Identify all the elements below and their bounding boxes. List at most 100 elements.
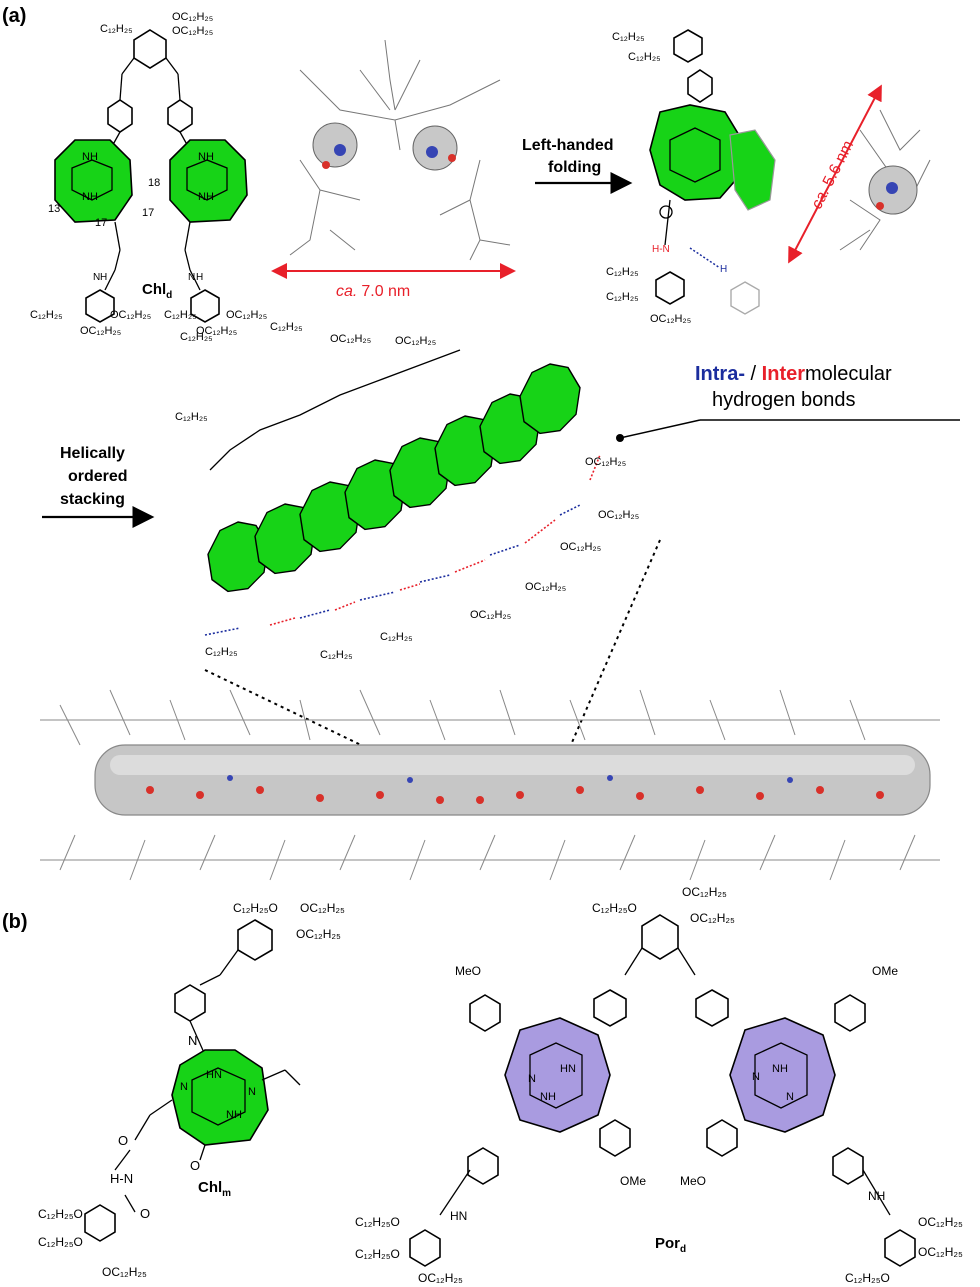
distance-label-folded: ca.5.6 nm [808,138,857,212]
svg-text:N: N [93,272,100,283]
stacking-label-line1: Helically [60,445,125,462]
distance-arrow-folded [788,84,882,264]
zoom-line-right [559,539,661,771]
hbond-callout-dot [616,434,624,442]
chlm-alkoxy-bottom: OC₁₂H₂₅ [102,1265,147,1279]
stack-chain-5: C₁₂H₂₅ [320,649,353,661]
stack-alkoxy-6: OC₁₂H₂₅ [525,581,566,593]
svg-text:N: N [752,1071,760,1083]
folded-model [839,109,931,251]
svg-text:O: O [140,1206,150,1221]
hbond-subtitle: hydrogen bonds [712,389,855,411]
stack-alkoxy-5: OC₁₂H₂₅ [560,541,601,553]
methoxy-mid-left: MeO [680,1174,706,1188]
svg-text:O: O [118,1133,128,1148]
svg-text:H: H [720,264,727,275]
pord-structure: N HN NH N NH N HN NH [409,914,916,1267]
svg-text:H-N: H-N [652,244,670,255]
svg-text:N: N [786,1091,794,1103]
svg-text:NH: NH [772,1063,788,1075]
stack-alkoxy-4: OC₁₂H₂₅ [598,509,639,521]
pord-chain-top: C₁₂H₂₅O [592,901,637,915]
chain-label-top-left: C₁₂H₂₅ [100,23,133,35]
stacked-chlorins [204,349,601,636]
svg-text:HN: HN [206,1069,222,1081]
alkoxy-label-br2: OC₁₂H₂₅ [196,325,237,337]
stack-chain-3: C₁₂H₂₅ [175,411,208,423]
folded-chain-1: C₁₂H₂₅ [612,31,645,43]
stacking-label-line3: stacking [60,491,125,508]
chlm-alkoxy-top1: OC₁₂H₂₅ [300,901,345,915]
chlm-alkoxy-top2: OC₁₂H₂₅ [296,927,341,941]
folded-chain-3: C₁₂H₂₅ [606,266,639,278]
svg-text:O: O [190,1158,200,1173]
carbon-label-17b: 17 [142,207,154,219]
svg-text:NH: NH [82,151,98,163]
svg-text:N: N [188,272,195,283]
svg-text:NH: NH [82,191,98,203]
pord-alkoxy-top1: OC₁₂H₂₅ [682,885,727,899]
pord-alkoxy-top2: OC₁₂H₂₅ [690,911,735,925]
svg-text:N: N [528,1073,536,1085]
stack-chain-1: C₁₂H₂₅ [180,331,213,343]
pord-chain-bl2: C₁₂H₂₅O [355,1247,400,1261]
svg-text:NH: NH [540,1091,556,1103]
chlm-structure: N N HN NH N O H-N O O [84,919,301,1242]
pord-chain-bl1: C₁₂H₂₅O [355,1215,400,1229]
alkoxy-label-top-right: OC₁₂H₂₅ [172,25,213,37]
pord-alkoxy-br2: OC₁₂H₂₅ [918,1245,963,1259]
alkoxy-label-bl2: OC₁₂H₂₅ [80,325,121,337]
methoxy-left-top: MeO [455,964,481,978]
chld-label: Chld [142,281,172,301]
carbon-label-18: 18 [148,177,160,189]
svg-text:N: N [248,1086,256,1098]
folded-chain-2: C₁₂H₂₅ [628,51,661,63]
svg-text:H-N: H-N [110,1171,133,1186]
pord-chain-br: C₁₂H₂₅O [845,1271,890,1285]
methoxy-mid-right: OMe [620,1174,646,1188]
folded-chain-4: C₁₂H₂₅ [606,291,639,303]
hbond-callout-line [619,419,701,439]
hbond-title: Intra- / Intermolecular [695,363,892,385]
carbon-label-13: 13 [48,203,60,215]
fibre-model [40,689,940,881]
stack-alkoxy-1: OC₁₂H₂₅ [330,333,371,345]
svg-text:HN: HN [450,1209,467,1223]
svg-text:HN: HN [560,1063,576,1075]
stack-alkoxy-2: OC₁₂H₂₅ [395,335,436,347]
open-conformation-model [289,39,511,261]
stack-chain-2: C₁₂H₂₅ [270,321,303,333]
pord-label: Pord [655,1235,686,1255]
svg-text:NH: NH [868,1189,885,1203]
stacking-label-line2: ordered [68,468,128,485]
svg-text:H: H [196,272,203,283]
stack-alkoxy-7: OC₁₂H₂₅ [470,609,511,621]
stack-chain-4: C₁₂H₂₅ [380,631,413,643]
folded-chld-structure: H-N H [649,29,776,315]
svg-text:NH: NH [226,1109,242,1121]
chlm-label: Chlm [198,1179,231,1199]
pord-alkoxy-br1: OC₁₂H₂₅ [918,1215,963,1229]
svg-text:N: N [180,1081,188,1093]
carbon-label-17a: 17 [95,217,107,229]
svg-text:H: H [100,272,107,283]
folding-label-line2: folding [548,159,601,176]
panel-b-label: (b) [2,911,28,933]
alkoxy-label-top: OC₁₂H₂₅ [172,11,213,23]
chlm-chain-top: C₁₂H₂₅O [233,901,278,915]
stack-chain-6: C₁₂H₂₅ [205,646,238,658]
stack-alkoxy-3: OC₁₂H₂₅ [585,456,626,468]
chain-label-bl: C₁₂H₂₅ [30,309,63,321]
folded-alkoxy-1: OC₁₂H₂₅ [650,313,691,325]
pord-alkoxy-bl: OC₁₂H₂₅ [418,1271,463,1285]
chlm-chain-bottom1: C₁₂H₂₅O [38,1207,83,1221]
svg-text:NH: NH [198,191,214,203]
distance-label-open: ca.7.0 nm [336,283,410,300]
methoxy-right-top: OMe [872,964,898,978]
folding-label-line1: Left-handed [522,137,614,154]
svg-text:N: N [188,1033,197,1048]
chain-label-br: C₁₂H₂₅ [164,309,197,321]
alkoxy-label-bl: OC₁₂H₂₅ [110,309,151,321]
panel-a-label: (a) [2,5,26,27]
